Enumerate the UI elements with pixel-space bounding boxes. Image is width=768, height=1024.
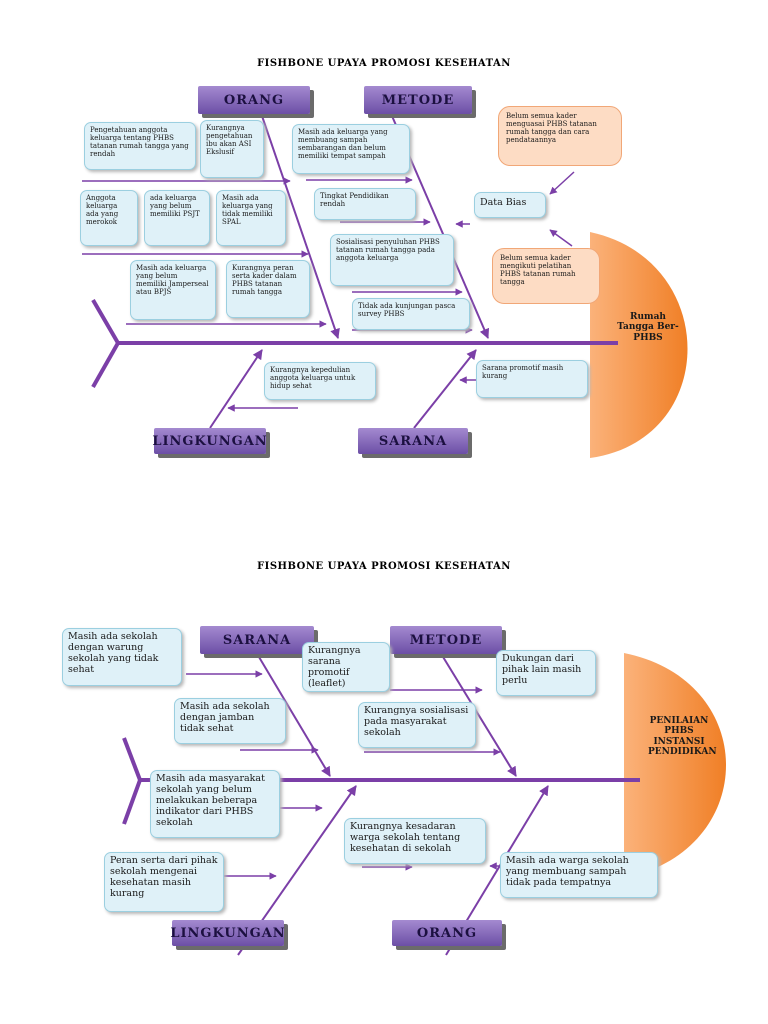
diagram2-cause-7: Peran serta dari pihak sekolah mengenai … <box>104 852 224 912</box>
diagram2-cause-5: Masih ada masyarakat sekolah yang belum … <box>150 770 280 838</box>
diagram1-category-sarana: SARANA <box>358 428 468 454</box>
diagram2-cause-3: Masih ada sekolah dengan jamban tidak se… <box>174 698 286 744</box>
diagram2-category-lingkungan: LINGKUNGAN <box>170 920 285 946</box>
diagram1-cause-10: Tidak ada kunjungan pasca survey PHBS <box>352 298 470 330</box>
diagram1-cause-11: Kurangnya kepedulian anggota keluarga un… <box>264 362 376 400</box>
diagram1-note-1: Belum semua kader mengikuti pelatihan PH… <box>492 248 600 304</box>
diagram2-head-shape <box>624 653 726 878</box>
diagram1-note-0: Belum semua kader menguasai PHBS tatanan… <box>498 106 622 166</box>
diagram1-cause-5: Masih ada keluarga yang tidak memiliki S… <box>216 190 286 246</box>
diagram1-lines <box>82 115 688 458</box>
diagram2-head-label: PENILAIAN PHBS INSTANSI PENDIDIKAN <box>648 716 717 758</box>
diagram2-tail-top <box>122 737 142 781</box>
diagram1-title: FISHBONE UPAYA PROMOSI KESEHATAN <box>257 58 511 69</box>
diagram2-cause-8: Masih ada warga sekolah yang membuang sa… <box>500 852 658 898</box>
diagram1-tail-top <box>91 298 120 345</box>
diagram1-category-metode: METODE <box>364 86 472 114</box>
diagram1-category-orang: ORANG <box>198 86 310 114</box>
diagram2-category-sarana: SARANA <box>200 626 314 654</box>
diagram1-head-label: Rumah Tangga Ber-PHBS <box>617 312 679 343</box>
diagram2-cause-4: Kurangnya sosialisasi pada masyarakat se… <box>358 702 476 748</box>
diagram2-cause-2: Dukungan dari pihak lain masih perlu <box>496 650 596 696</box>
diagram2-category-metode: METODE <box>390 626 502 654</box>
diagram2-cause-1: Kurangnya sarana promotif (leaflet) <box>302 642 390 692</box>
diagram1-tail-bottom <box>91 342 120 388</box>
diagram1-cause-9: Kurangnya peran serta kader dalam PHBS t… <box>226 260 310 318</box>
diagram1-cause-6: Tingkat Pendidikan rendah <box>314 188 416 220</box>
diagram2-title: FISHBONE UPAYA PROMOSI KESEHATAN <box>257 561 511 572</box>
diagram1-head-shape <box>590 232 688 458</box>
diagram2-cause-6: Kurangnya kesadaran warga sekolah tentan… <box>344 818 486 864</box>
diagram2-category-orang: ORANG <box>392 920 502 946</box>
diagram1-cause-2: Masih ada keluarga yang membuang sampah … <box>292 124 410 174</box>
diagram1-cause-1: Kurangnya pengetahuan ibu akan ASI Ekslu… <box>200 120 264 178</box>
diagram1-category-lingkungan: LINGKUNGAN <box>152 428 267 454</box>
diagram1-cause-12: Sarana promotif masih kurang <box>476 360 588 398</box>
diagram1-cause-0: Pengetahuan anggota keluarga tentang PHB… <box>84 122 196 170</box>
diagram2-lines <box>122 651 726 956</box>
diagram2-cause-0: Masih ada sekolah dengan warung sekolah … <box>62 628 182 686</box>
diagram1-cause-3: Anggota keluarga ada yang merokok <box>80 190 138 246</box>
diagram1-data-bias: Data Bias <box>474 192 546 218</box>
diagram1-cause-8: Masih ada keluarga yang belum memiliki J… <box>130 260 216 320</box>
diagram1-cause-7: Sosialisasi penyuluhan PHBS tatanan ruma… <box>330 234 454 286</box>
diagram1-cause-4: ada keluarga yang belum memiliki PSJT <box>144 190 210 246</box>
diagram2-tail-bottom <box>122 779 142 825</box>
